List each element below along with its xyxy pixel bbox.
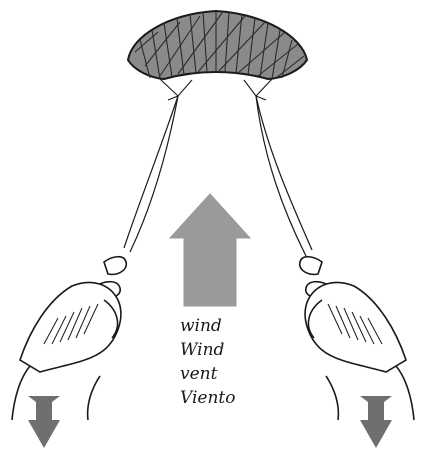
wind-label-english: wind <box>180 316 222 336</box>
up-arrow-icon <box>170 194 250 306</box>
right-rider <box>300 257 414 420</box>
wind-label-french: vent <box>180 364 217 384</box>
down-arrow-icon <box>28 396 60 448</box>
kite-canopy <box>128 11 307 79</box>
down-arrow-icon-right <box>360 396 392 448</box>
wind-label-spanish: Viento <box>180 388 236 408</box>
left-rider <box>12 257 126 420</box>
bridle-lines <box>160 79 272 100</box>
wind-label-german: Wind <box>180 340 224 360</box>
